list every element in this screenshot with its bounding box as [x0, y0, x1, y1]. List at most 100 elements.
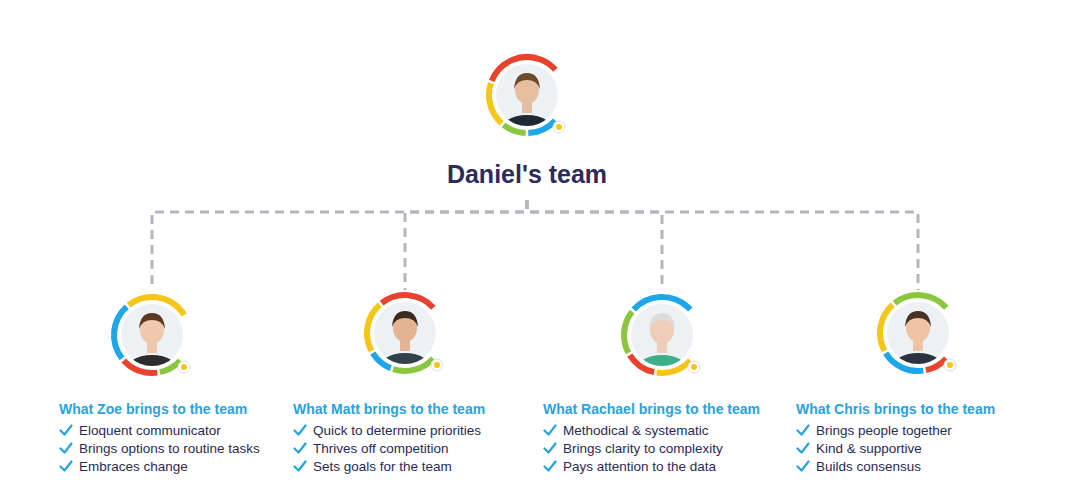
badge: [431, 359, 443, 371]
badge-dot: [691, 364, 697, 370]
badge-dot: [556, 124, 562, 130]
profile-photo: [614, 287, 710, 383]
photo-group: [614, 287, 710, 383]
photo-group: [870, 285, 966, 381]
strength-item: Embraces change: [59, 457, 188, 475]
strength-text: Pays attention to the data: [563, 459, 716, 474]
member-heading: What Zoe brings to the team: [59, 401, 247, 417]
team-member-node: What Matt brings to the teamQuick to det…: [293, 290, 538, 480]
personality-ring: [357, 285, 453, 381]
profile-photo: [870, 285, 966, 381]
check-mark: [796, 423, 810, 437]
hair: [392, 311, 418, 327]
strength-text: Kind & supportive: [816, 441, 922, 456]
strength-text: Quick to determine priorities: [313, 423, 481, 438]
check-stroke: [545, 426, 556, 435]
check-mark: [293, 459, 307, 473]
strength-item: Builds consensus: [796, 457, 921, 475]
personality-ring: [104, 287, 200, 383]
personality-ring: [870, 285, 966, 381]
check-stroke: [295, 444, 306, 453]
personality-ring: [614, 287, 710, 383]
check-mark: [59, 441, 73, 455]
member-heading: What Matt brings to the team: [293, 401, 485, 417]
check-stroke: [545, 462, 556, 471]
check-mark: [543, 441, 557, 455]
profile-photo: [357, 285, 453, 381]
strength-text: Sets goals for the team: [313, 459, 452, 474]
personality-ring: [870, 285, 966, 381]
team-member-node: What Rachael brings to the teamMethodica…: [543, 290, 788, 480]
photo-group: [104, 287, 200, 383]
personality-ring: [614, 287, 710, 383]
badge: [553, 121, 565, 133]
personality-ring: [479, 47, 575, 143]
strength-item: Sets goals for the team: [293, 457, 452, 475]
dashed-connector: [152, 200, 527, 290]
strength-item: Brings clarity to complexity: [543, 439, 723, 457]
personality-ring: [104, 287, 200, 383]
shoulders: [634, 355, 690, 383]
check-mark: [293, 441, 307, 455]
check-stroke: [295, 426, 306, 435]
hair: [514, 73, 540, 89]
hair: [139, 313, 165, 329]
badge: [688, 361, 700, 373]
team-title: Daniel's team: [430, 160, 624, 189]
check-mark: [59, 459, 73, 473]
check-stroke: [545, 444, 556, 453]
photo-background: [614, 287, 710, 383]
team-lead-node: Daniel's team: [430, 48, 624, 200]
strength-text: Thrives off competition: [313, 441, 449, 456]
dashed-connector: [405, 200, 527, 290]
strength-item: Brings people together: [796, 421, 952, 439]
strength-item: Thrives off competition: [293, 439, 449, 457]
strength-text: Brings people together: [816, 423, 952, 438]
team-member-node: What Zoe brings to the teamEloquent comm…: [59, 290, 304, 480]
shoulders: [499, 115, 555, 143]
team-member-node: What Chris brings to the teamBrings peop…: [796, 290, 1041, 480]
check-stroke: [798, 462, 809, 471]
check-mark: [293, 423, 307, 437]
strength-item: Methodical & systematic: [543, 421, 709, 439]
profile-photo: [104, 287, 200, 383]
hair: [905, 311, 931, 327]
check-mark: [796, 441, 810, 455]
hair: [649, 313, 675, 329]
check-mark: [796, 459, 810, 473]
member-heading: What Rachael brings to the team: [543, 401, 760, 417]
personality-ring: [357, 285, 453, 381]
check-stroke: [61, 426, 72, 435]
strength-item: Kind & supportive: [796, 439, 922, 457]
check-stroke: [295, 462, 306, 471]
shoulders: [124, 355, 180, 383]
strength-text: Methodical & systematic: [563, 423, 709, 438]
personality-ring: [357, 285, 453, 381]
photo-background: [479, 47, 575, 143]
check-mark: [59, 423, 73, 437]
check-stroke: [798, 426, 809, 435]
strength-item: Quick to determine priorities: [293, 421, 481, 439]
badge-dot: [434, 362, 440, 368]
photo-group: [479, 47, 575, 143]
member-heading: What Chris brings to the team: [796, 401, 995, 417]
strength-item: Pays attention to the data: [543, 457, 716, 475]
dashed-connector: [527, 200, 918, 290]
profile-photo: [479, 47, 575, 143]
personality-ring: [104, 287, 200, 383]
strength-text: Builds consensus: [816, 459, 921, 474]
strength-text: Embraces change: [79, 459, 188, 474]
personality-ring: [870, 285, 966, 381]
badge: [178, 361, 190, 373]
personality-ring: [479, 47, 575, 143]
personality-ring: [479, 47, 575, 143]
personality-ring: [617, 290, 707, 380]
strength-item: Brings options to routine tasks: [59, 439, 260, 457]
badge-dot: [181, 364, 187, 370]
photo-background: [870, 285, 966, 381]
check-mark: [543, 459, 557, 473]
check-mark: [543, 423, 557, 437]
badge: [944, 359, 956, 371]
photo-background: [104, 287, 200, 383]
